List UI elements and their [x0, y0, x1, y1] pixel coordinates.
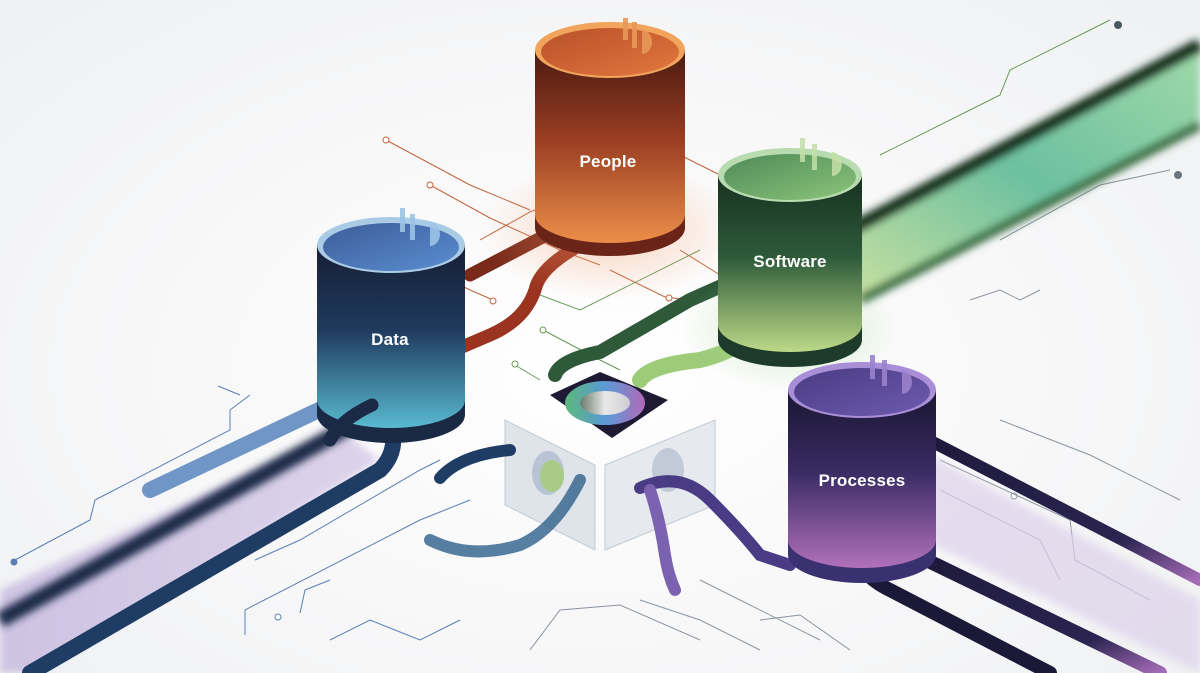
node-label-processes: Processes: [818, 471, 906, 490]
green-band-cable: [846, 38, 1200, 305]
node-label-data: Data: [371, 330, 409, 349]
node-label-software: Software: [753, 252, 827, 271]
central-hub: [424, 372, 796, 596]
chip-connector-icon: [800, 138, 842, 176]
chip-connector-icon: [870, 355, 912, 394]
chip-connector-icon: [400, 208, 440, 246]
software-cylinder: [718, 138, 862, 367]
node-label-people: People: [579, 152, 637, 171]
chip-connector-icon: [623, 18, 652, 54]
processes-cylinder: [788, 355, 936, 583]
people-cylinder: [535, 18, 685, 256]
data-cylinder: [317, 208, 465, 447]
